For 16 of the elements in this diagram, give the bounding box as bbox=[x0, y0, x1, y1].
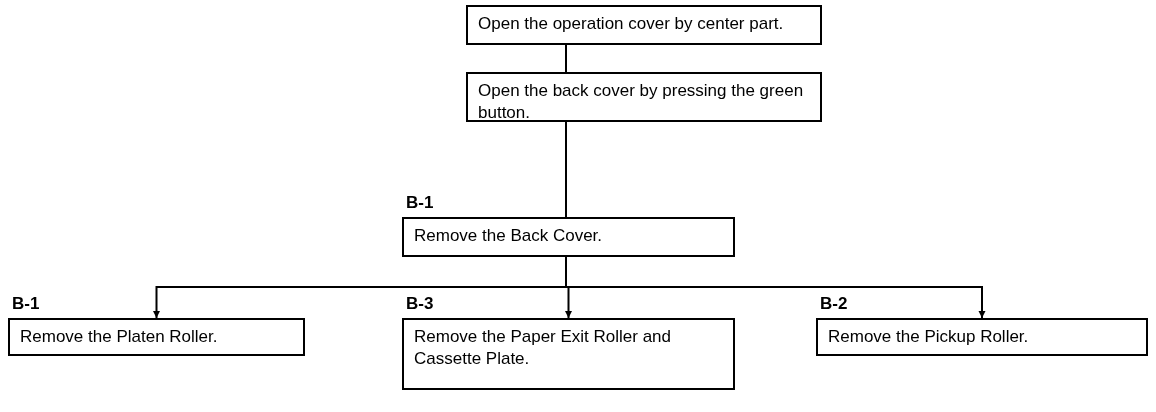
step-reference: B-1 bbox=[12, 294, 40, 314]
process-box bbox=[816, 318, 1148, 356]
process-box bbox=[402, 318, 735, 390]
process-box bbox=[402, 217, 735, 257]
step-reference: B-2 bbox=[820, 294, 848, 314]
step-reference: B-1 bbox=[406, 193, 434, 213]
process-box bbox=[466, 72, 822, 122]
step-text: Remove the Paper Exit Roller and Cassette Plate. bbox=[414, 326, 673, 370]
step-text: Open the operation cover by center part. bbox=[478, 13, 785, 35]
step-text: Remove the Back Cover. bbox=[414, 225, 604, 247]
step-text: Open the back cover by pressing the green button. bbox=[478, 80, 805, 124]
step-text: Remove the Platen Roller. bbox=[20, 326, 219, 348]
process-box bbox=[466, 5, 822, 45]
step-text: Remove the Pickup Roller. bbox=[828, 326, 1030, 348]
step-reference: B-3 bbox=[406, 294, 434, 314]
process-box bbox=[8, 318, 305, 356]
